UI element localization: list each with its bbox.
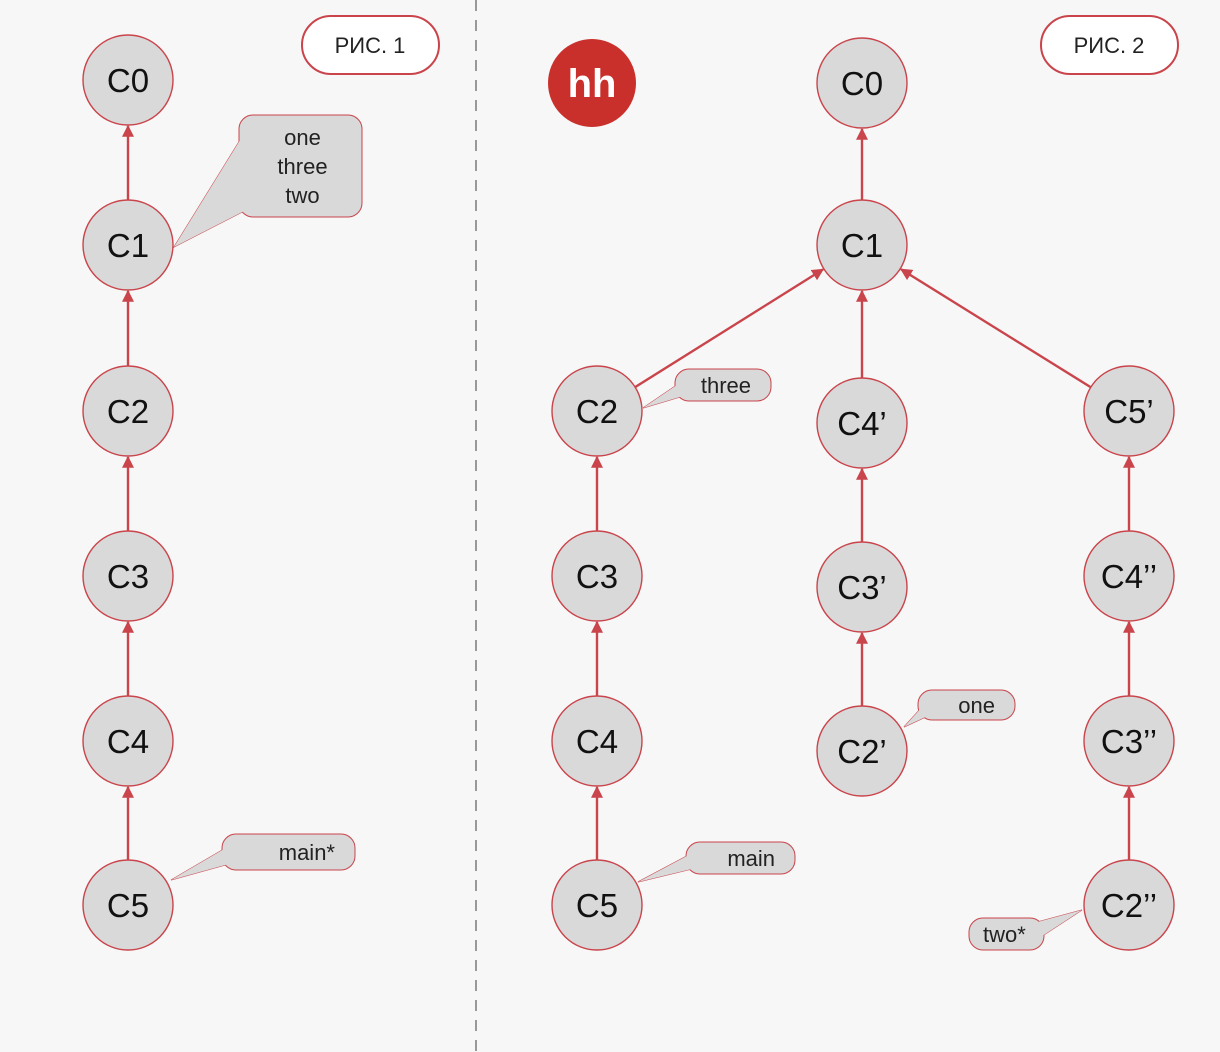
commit-node: C1 bbox=[816, 199, 908, 291]
commit-node: C5 bbox=[82, 859, 174, 951]
commit-label: C5 bbox=[576, 887, 618, 924]
commit-label: C0 bbox=[107, 62, 149, 99]
logo-text: hh bbox=[568, 62, 617, 106]
commit-circle bbox=[551, 365, 643, 457]
figure-1-label: РИС. 1 bbox=[335, 33, 406, 58]
ref-tag: main* bbox=[170, 833, 356, 881]
commit-circle bbox=[1083, 365, 1175, 457]
commit-label: C4’ bbox=[837, 405, 887, 442]
commit-circle bbox=[816, 705, 908, 797]
hh-logo-icon: hh bbox=[548, 39, 636, 127]
commit-node: C2’ bbox=[816, 705, 908, 797]
commit-label: C5 bbox=[107, 887, 149, 924]
commit-label: C2 bbox=[576, 393, 618, 430]
commit-node: C5’ bbox=[1083, 365, 1175, 457]
tag-pointer-fill bbox=[904, 696, 932, 727]
tag-label: three bbox=[701, 373, 751, 398]
commit-label: C1 bbox=[107, 227, 149, 264]
tag-pointer-fill bbox=[638, 849, 700, 882]
commit-circle bbox=[82, 695, 174, 787]
tag-box bbox=[917, 689, 1016, 721]
ref-tag: main bbox=[637, 841, 796, 883]
tag-label: one bbox=[958, 693, 995, 718]
ref-tags: one three two main* three one main two* bbox=[170, 114, 1083, 951]
commit-label: C5’ bbox=[1104, 393, 1154, 430]
tag-label: two* bbox=[983, 922, 1026, 947]
commit-node: C4 bbox=[551, 695, 643, 787]
commit-circle bbox=[551, 530, 643, 622]
commit-label: C3 bbox=[576, 558, 618, 595]
commit-label: C4’’ bbox=[1101, 558, 1157, 595]
commit-circle bbox=[816, 541, 908, 633]
tag-pointer-fill bbox=[171, 842, 236, 880]
commit-node: C3’ bbox=[816, 541, 908, 633]
commit-circle bbox=[816, 199, 908, 291]
commit-label: C3’’ bbox=[1101, 723, 1157, 760]
commit-node: C2 bbox=[551, 365, 643, 457]
commit-circle bbox=[82, 34, 174, 126]
tag-label: two bbox=[285, 183, 319, 208]
commit-node: C1 bbox=[82, 199, 174, 291]
ref-tag: two* bbox=[968, 909, 1083, 951]
commit-node: C2 bbox=[82, 365, 174, 457]
commit-node: C2’’ bbox=[1083, 859, 1175, 951]
commit-label: C4 bbox=[576, 723, 618, 760]
commit-node: C4 bbox=[82, 695, 174, 787]
commit-node: C0 bbox=[816, 37, 908, 129]
commit-circle bbox=[82, 199, 174, 291]
tag-pointer-fill bbox=[1030, 910, 1082, 944]
commit-circle bbox=[82, 365, 174, 457]
commit-label: C2’’ bbox=[1101, 887, 1157, 924]
tag-label: main bbox=[727, 846, 775, 871]
commit-circle bbox=[1083, 859, 1175, 951]
commit-circle bbox=[1083, 695, 1175, 787]
tag-box bbox=[674, 368, 772, 402]
ref-tag: one three two bbox=[172, 114, 363, 249]
figure-2-badge: РИС. 2 bbox=[1040, 15, 1179, 75]
tag-label: three bbox=[277, 154, 327, 179]
parent-edge bbox=[900, 268, 1092, 389]
commit-node: C5 bbox=[551, 859, 643, 951]
ref-tag: one bbox=[903, 689, 1016, 728]
commit-label: C0 bbox=[841, 65, 883, 102]
commit-node: C0 bbox=[82, 34, 174, 126]
commit-label: C2 bbox=[107, 393, 149, 430]
tag-label: one bbox=[284, 125, 321, 150]
figure-2-label: РИС. 2 bbox=[1074, 33, 1145, 58]
commit-label: C3 bbox=[107, 558, 149, 595]
ref-tag: three bbox=[642, 368, 772, 409]
commit-circle bbox=[816, 37, 908, 129]
commit-circle bbox=[1083, 530, 1175, 622]
commit-node: C4’’ bbox=[1083, 530, 1175, 622]
tag-pointer-fill bbox=[643, 376, 690, 408]
commit-node: C4’ bbox=[816, 377, 908, 469]
parent-edge bbox=[634, 268, 825, 389]
commit-node: C3’’ bbox=[1083, 695, 1175, 787]
figure-1-badge: РИС. 1 bbox=[301, 15, 440, 75]
commit-node: C3 bbox=[551, 530, 643, 622]
commit-label: C1 bbox=[841, 227, 883, 264]
commit-label: C4 bbox=[107, 723, 149, 760]
tag-label: main* bbox=[279, 840, 336, 865]
commit-circle bbox=[551, 695, 643, 787]
commit-label: C3’ bbox=[837, 569, 887, 606]
commit-circle bbox=[551, 859, 643, 951]
commit-node: C3 bbox=[82, 530, 174, 622]
tag-pointer-fill bbox=[174, 124, 250, 247]
commit-circle bbox=[82, 530, 174, 622]
edges bbox=[122, 124, 1135, 860]
commit-label: C2’ bbox=[837, 733, 887, 770]
commit-circle bbox=[816, 377, 908, 469]
commit-circle bbox=[82, 859, 174, 951]
